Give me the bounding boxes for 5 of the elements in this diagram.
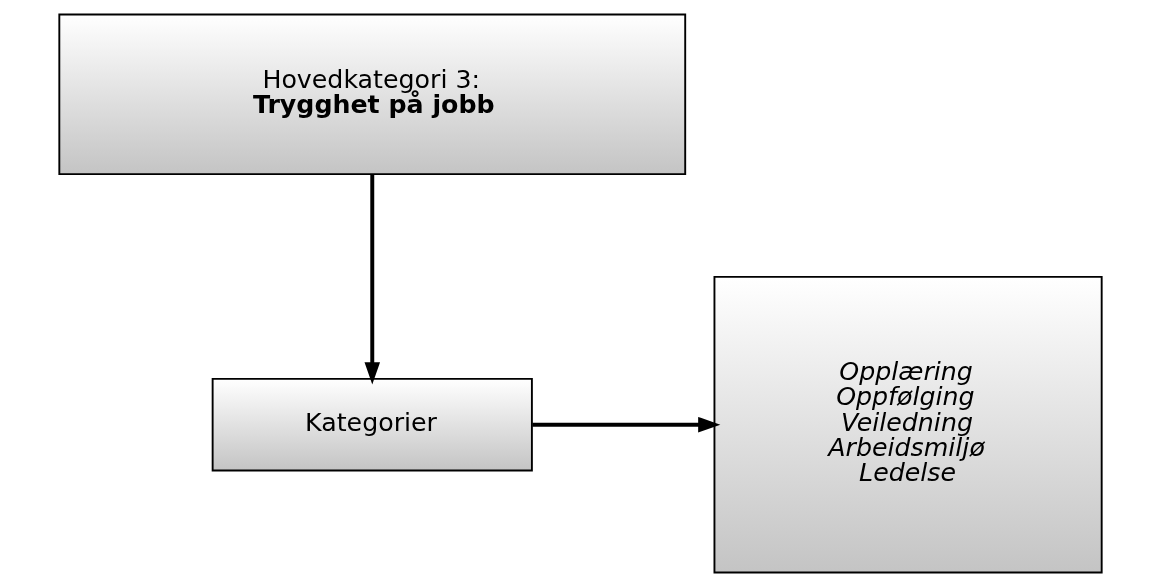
arrow xyxy=(532,416,721,433)
node-box: Opplæring Oppfølging Veiledning Arbeidsmiljø Ledelse xyxy=(713,275,1103,574)
node-box: Kategorier xyxy=(211,377,533,472)
arrow xyxy=(364,174,381,385)
node-box: Hovedkategori 3: Trygghet på jobb xyxy=(58,13,687,176)
